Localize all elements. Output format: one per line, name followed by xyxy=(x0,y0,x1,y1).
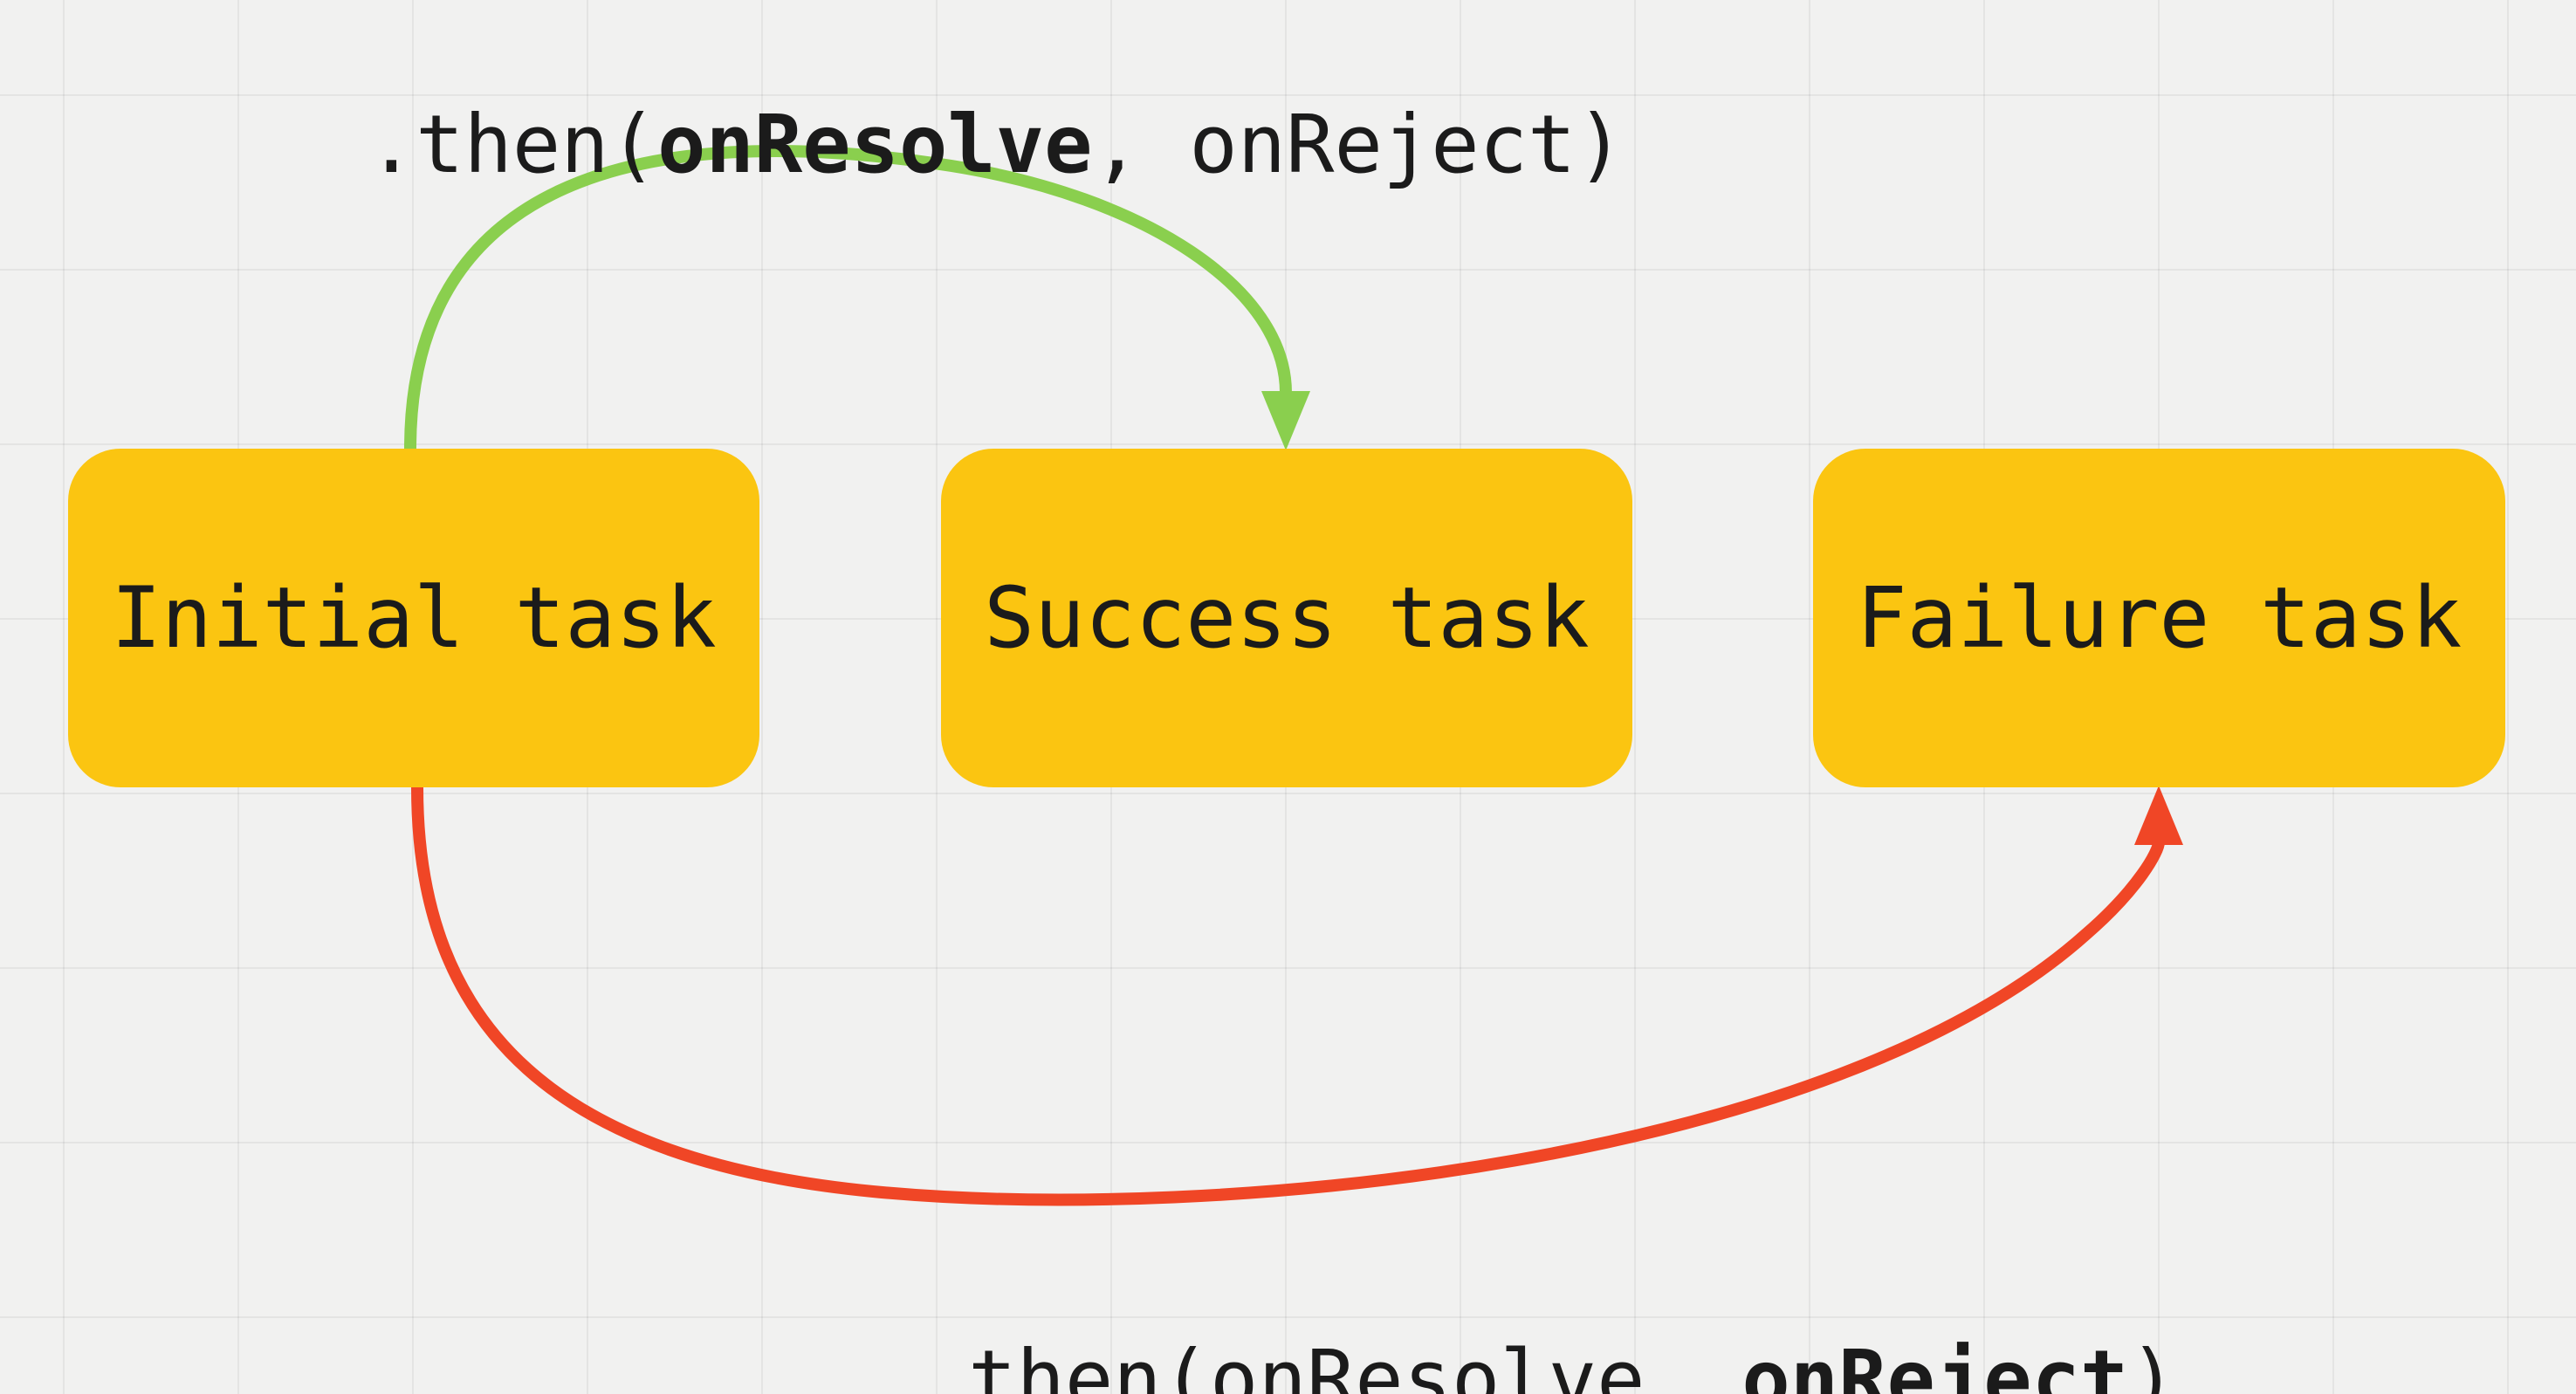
reject-edge-path xyxy=(411,781,2165,1206)
node-failure-task[interactable]: Failure task xyxy=(1813,449,2505,787)
reject-arrowhead xyxy=(2134,786,2183,845)
reject-label-prefix: .then(onResolve, xyxy=(919,1333,1742,1394)
node-failure-task-label: Failure task xyxy=(1856,569,2463,667)
resolve-edge-label: .then(onResolve, onReject) xyxy=(174,24,1625,265)
node-initial-task-label: Initial task xyxy=(111,569,717,667)
node-success-task[interactable]: Success task xyxy=(941,449,1632,787)
reject-edge-label: .then(onResolve, onReject) xyxy=(726,1260,2177,1394)
node-success-task-label: Success task xyxy=(984,569,1590,667)
resolve-label-prefix: .then( xyxy=(367,98,658,191)
resolve-label-suffix: , onReject) xyxy=(1092,98,1625,191)
reject-edge xyxy=(411,781,2183,1206)
node-initial-task[interactable]: Initial task xyxy=(68,449,759,787)
resolve-label-bold: onResolve xyxy=(657,98,1093,191)
resolve-arrowhead xyxy=(1261,391,1310,450)
reject-label-suffix: ) xyxy=(2128,1333,2177,1394)
reject-label-bold: onReject xyxy=(1741,1333,2129,1394)
